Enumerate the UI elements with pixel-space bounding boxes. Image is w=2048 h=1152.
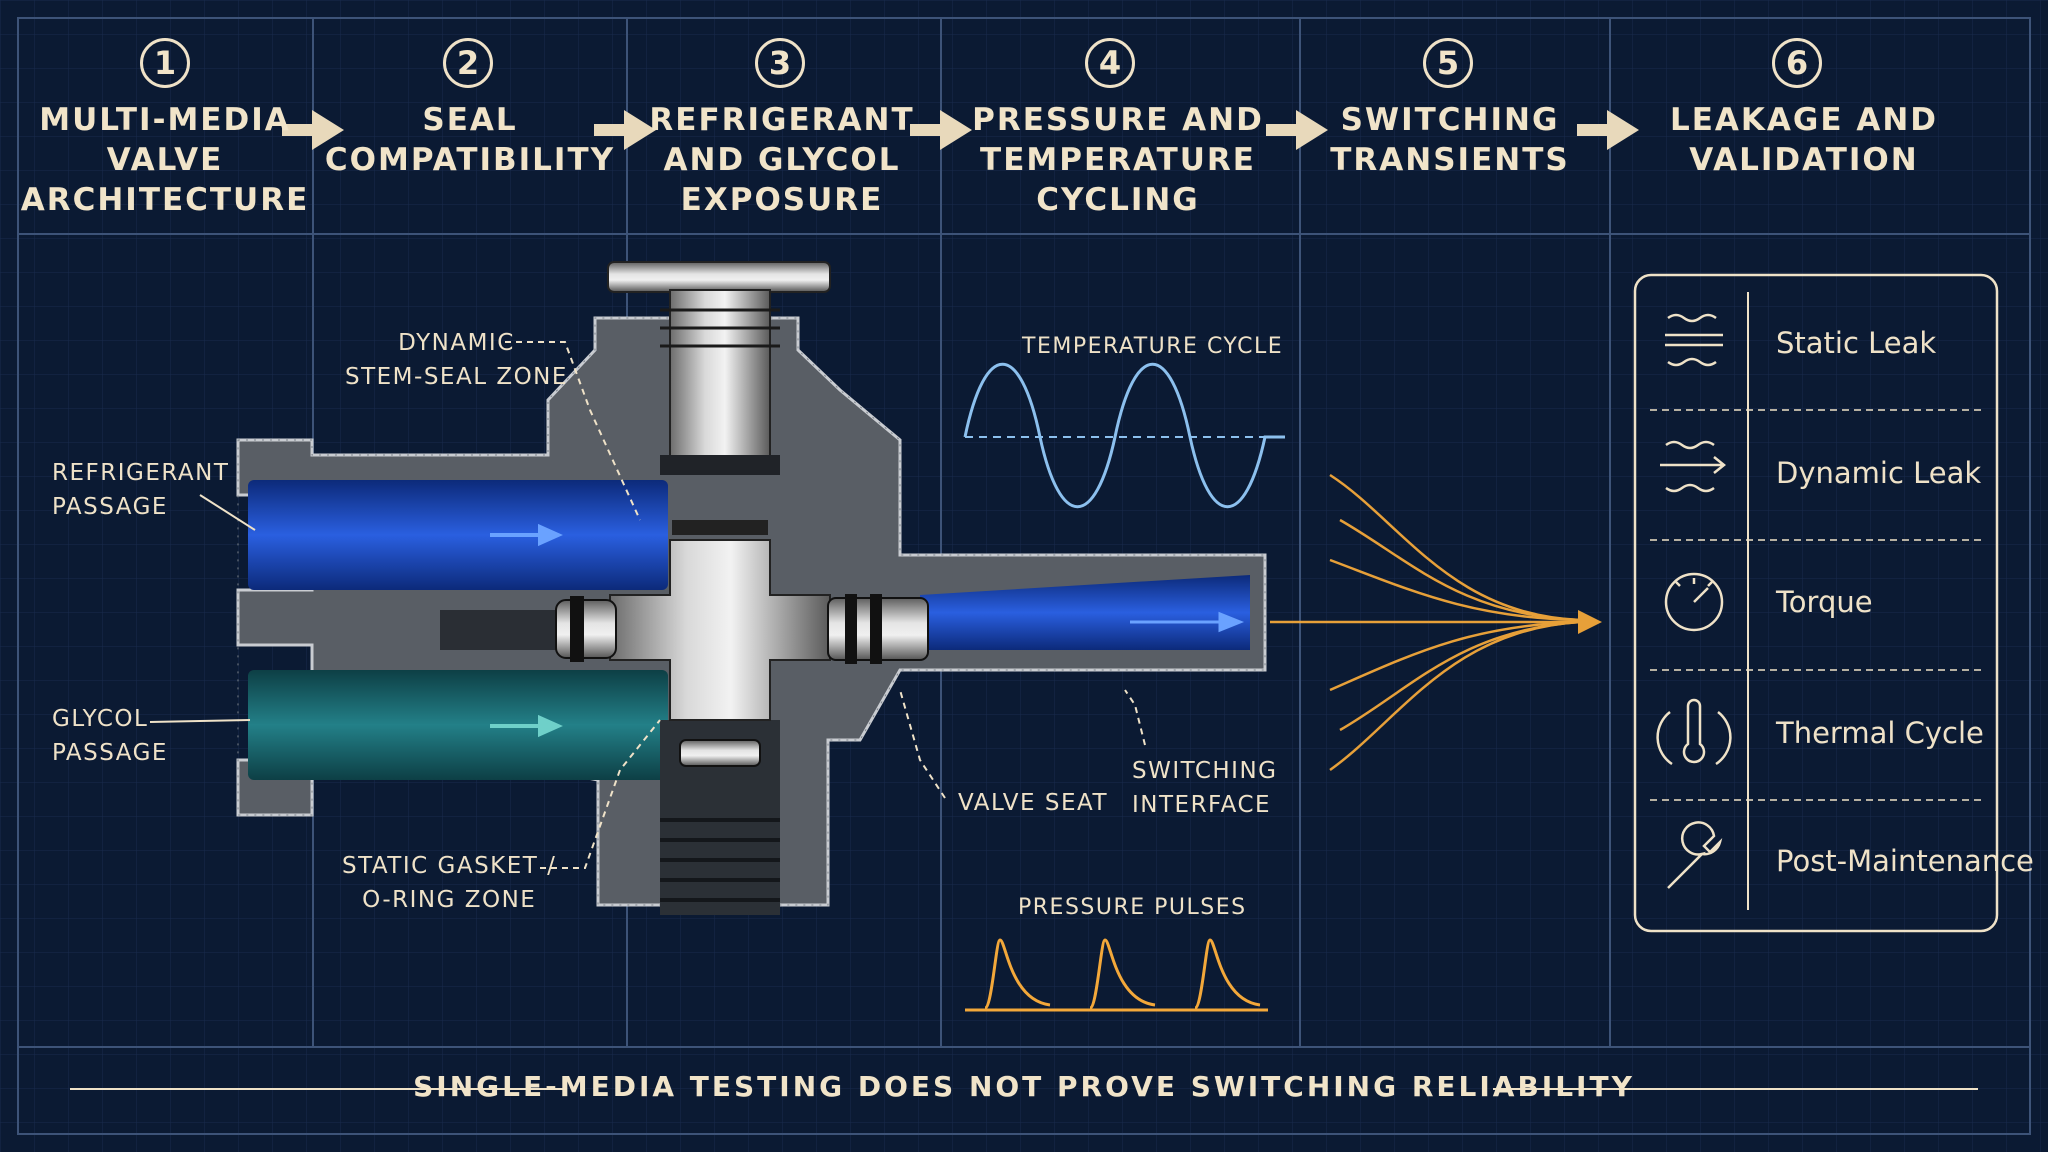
temperature-cycle-chart: [963, 362, 1285, 509]
leak-item-dynamic: Dynamic Leak: [1776, 456, 1982, 490]
step-6-number: 6: [1772, 38, 1822, 88]
step-2-number: 2: [443, 38, 493, 88]
flow-arrow-icon: [490, 714, 563, 738]
leak-item-static: Static Leak: [1776, 326, 1937, 360]
temperature-wave: [963, 362, 1285, 509]
flow-arrow-icon: [1578, 610, 1602, 634]
leak-item-thermal-cycle: Thermal Cycle: [1776, 716, 1984, 750]
arrow-right-icon: [910, 110, 972, 150]
refrigerant-passage: [248, 480, 668, 590]
valve-stem: [669, 289, 771, 471]
leakage-validation-panel: [1633, 273, 1999, 933]
pressure-pulse: [983, 938, 1051, 1010]
dynamic-leak-icon: [1660, 440, 1727, 493]
valve-seat-label: VALVE SEAT: [958, 790, 1108, 816]
switching-interface-label: SWITCHING INTERFACE: [1132, 758, 1278, 818]
valve-ball-cross: [609, 539, 831, 721]
step-2-title: SEAL COMPATIBILITY: [324, 102, 616, 178]
step-6-title: LEAKAGE AND VALIDATION: [1669, 102, 1939, 178]
outlet-passage: [920, 575, 1250, 650]
glycol-passage-label: GLYCOL PASSAGE: [52, 706, 168, 766]
step-1-number: 1: [140, 38, 190, 88]
step-3-title: REFRIGERANT AND GLYCOL EXPOSURE: [649, 102, 915, 218]
step-5-number: 5: [1423, 38, 1473, 88]
pressure-pulse: [1193, 938, 1261, 1010]
pressure-pulses-title: PRESSURE PULSES: [1018, 895, 1247, 920]
refrigerant-passage-label: REFRIGERANT PASSAGE: [52, 460, 230, 520]
temperature-cycle-title: TEMPERATURE CYCLE: [1022, 334, 1284, 359]
wrench-icon: [1667, 821, 1723, 889]
callout-leaders: [149, 341, 1146, 869]
bottom-banner: SINGLE-MEDIA TESTING DOES NOT PROVE SWIT…: [413, 1070, 1635, 1103]
flow-arrow-icon: [1130, 611, 1245, 633]
pressure-pulse: [1088, 938, 1156, 1010]
flow-arrow-icon: [490, 523, 563, 547]
arrow-right-icon: [1266, 110, 1328, 150]
static-leak-icon: [1665, 313, 1723, 367]
dynamic-stem-seal-label: DYNAMIC STEM-SEAL ZONE: [345, 330, 568, 390]
arrow-right-icon: [282, 110, 344, 150]
valve-cutaway: [236, 261, 1267, 915]
stem-cap: [607, 261, 831, 293]
static-gasket-label: STATIC GASKET / O-RING ZONE: [342, 853, 557, 913]
leak-item-post-maintenance: Post-Maintenance: [1776, 844, 2034, 878]
step-3-number: 3: [755, 38, 805, 88]
step-1-title: MULTI-MEDIA VALVE ARCHITECTURE: [20, 102, 310, 218]
pressure-pulses-chart: [965, 938, 1268, 1012]
leak-item-torque: Torque: [1776, 585, 1873, 619]
step-arrows: [282, 110, 1639, 150]
glycol-passage: [248, 670, 668, 780]
arrow-right-icon: [1577, 110, 1639, 150]
torque-gauge-icon: [1664, 572, 1724, 632]
switching-transient-lines: [1270, 473, 1602, 772]
step-5-title: SWITCHING TRANSIENTS: [1330, 102, 1570, 178]
step-4-number: 4: [1085, 38, 1135, 88]
thermometer-cycle-icon: [1656, 698, 1732, 766]
arrow-right-icon: [594, 110, 656, 150]
step-4-title: PRESSURE AND TEMPERATURE CYCLING: [972, 102, 1264, 218]
